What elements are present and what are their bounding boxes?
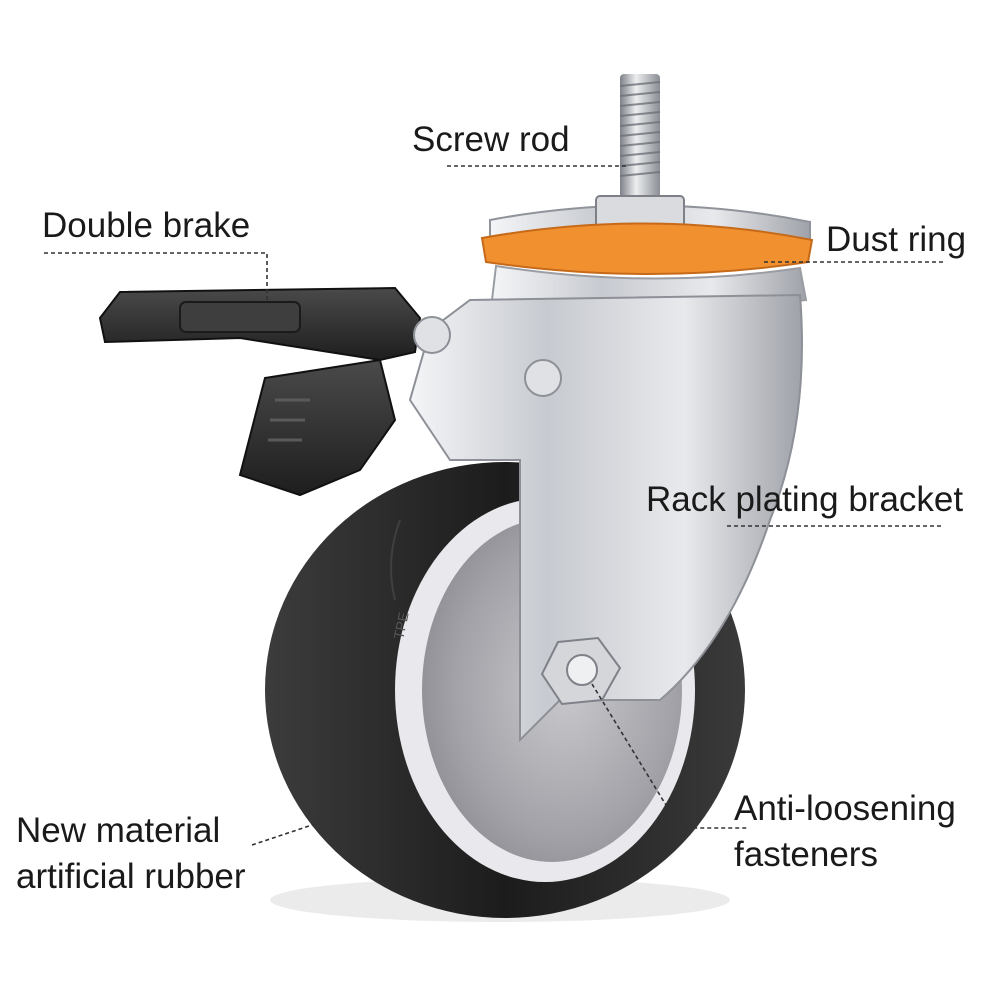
label-rubber-line1: New material: [16, 811, 221, 850]
label-anti-loosening-line2: fasteners: [734, 835, 878, 874]
dust-ring: [480, 222, 814, 275]
label-rack-plating-bracket: Rack plating bracket: [646, 480, 964, 519]
leader-anti-loosening: [591, 683, 747, 829]
leader-double-brake: [44, 252, 268, 300]
label-rubber-line2: artificial rubber: [16, 857, 246, 896]
screw-rod: [619, 74, 661, 204]
leader-rubber: [251, 813, 346, 846]
tire-marking: TPE: [390, 611, 411, 641]
leader-lines: [44, 165, 944, 846]
label-dust-ring: Dust ring: [826, 220, 967, 259]
double-brake: [98, 286, 422, 497]
label-screw-rod: Screw rod: [412, 120, 570, 159]
label-anti-loosening-line1: Anti-loosening: [734, 789, 956, 828]
label-double-brake: Double brake: [42, 206, 251, 245]
anti-loosening-fastener: [540, 636, 622, 706]
rack-plating-bracket: [408, 293, 803, 743]
